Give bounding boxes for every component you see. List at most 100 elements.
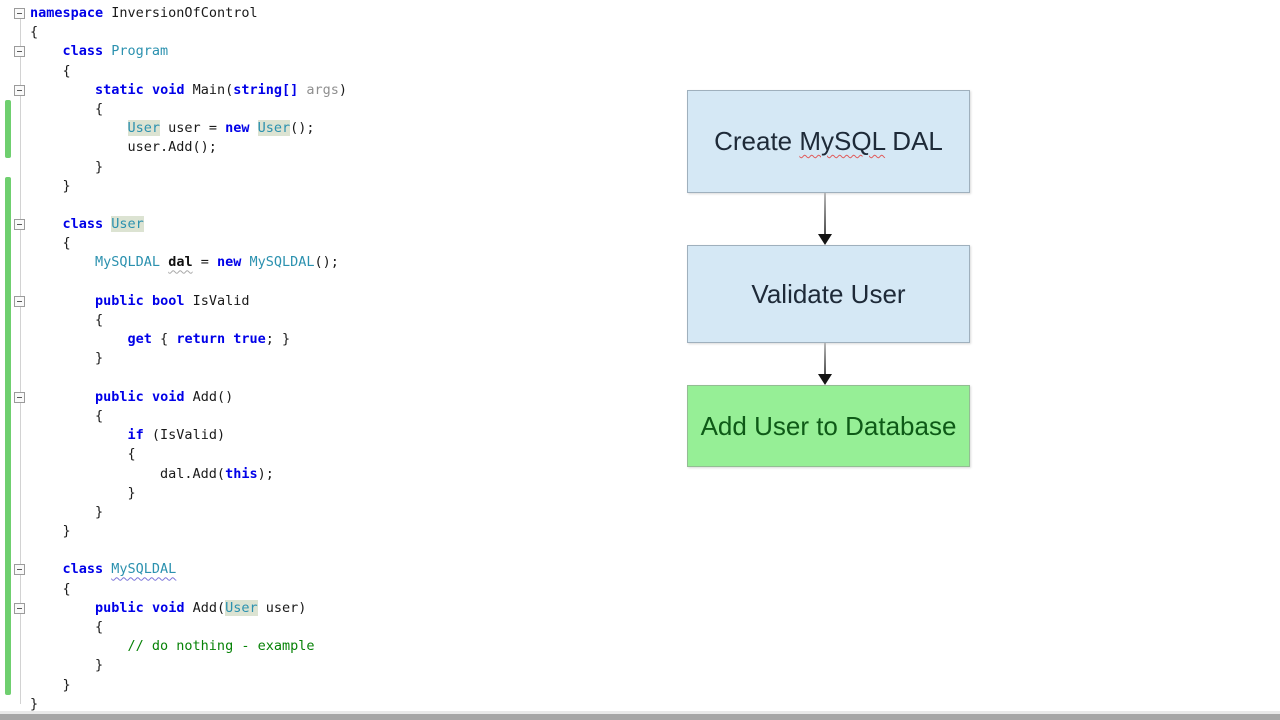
code-token: User [127,120,161,137]
gutter [0,4,30,23]
code-token: MySQLDAL [249,254,315,271]
gutter [0,215,30,234]
fold-guide-line [20,12,21,704]
code-token: { [127,446,136,463]
code-token [144,389,152,405]
flowchart-node-add-user-to-database[interactable]: Add User to Database [687,385,970,467]
node-label: Add User to Database [700,410,957,441]
code-line: } [0,484,660,503]
code-token: } [95,350,104,367]
flowchart-node-create-mysql-dal[interactable]: Create MySQL DAL [687,90,970,193]
code-line: if (IsValid) [0,426,660,445]
code-token: { [62,235,71,252]
code-token: MySQLDAL [111,561,177,578]
arrow-down-icon [817,193,833,245]
gutter [0,292,30,311]
code-line: { [0,618,660,637]
gutter [0,62,30,81]
code-token: MySQLDAL [95,254,161,271]
code-token: { [151,331,177,348]
code-line: } [0,695,660,714]
code-token [144,600,152,616]
flowchart-node-validate-user[interactable]: Validate User [687,245,970,343]
code-line: User user = new User(); [0,119,660,138]
code-token: void [151,599,185,616]
code-token: } [62,177,71,194]
code-line: public bool IsValid [0,292,660,311]
code-token: User [225,599,258,616]
code-token [144,293,152,309]
node-label: Validate User [751,278,906,309]
code-token: dal [168,254,193,271]
code-token: } [95,158,104,175]
code-token: // do nothing - example [127,638,315,655]
code-token: user) [257,599,307,616]
fold-collapse-icon[interactable] [14,295,25,307]
code-token: true [233,331,266,348]
changed-lines-indicator [5,176,11,696]
code-line: class User [0,215,660,234]
code-line: } [0,522,660,541]
code-token: } [95,657,104,674]
code-token: void [151,388,185,405]
code-line [0,369,660,388]
fold-collapse-icon[interactable] [14,84,25,96]
code-token: User [257,120,291,137]
code-line: } [0,158,660,177]
code-token: = [192,254,217,271]
fold-collapse-icon[interactable] [14,391,25,403]
changed-lines-indicator [5,100,11,158]
code-token: get [127,331,152,348]
flowchart: Create MySQL DAL Validate User Add User … [687,90,970,467]
code-token [225,331,233,347]
gutter [0,42,30,61]
code-token: public [95,388,144,405]
code-token: namespace [30,5,104,21]
code-editor[interactable]: namespace InversionOfControl{class Progr… [0,0,660,712]
bottom-scrollbar-highlight [0,711,1280,714]
fold-collapse-icon[interactable] [14,564,25,576]
code-line: static void Main(string[] args) [0,81,660,100]
code-line: class Program [0,42,660,61]
gutter [0,81,30,100]
misspelled-word: MySQL [799,126,886,156]
code-token: } [127,484,136,501]
code-line: } [0,349,660,368]
fold-collapse-icon[interactable] [14,219,25,231]
code-token: Add() [184,388,234,405]
code-token: InversionOfControl [103,5,258,21]
code-token: } [95,503,104,520]
code-token: ) [338,81,348,98]
code-token: } [30,695,39,712]
gutter [0,560,30,579]
code-token: (); [314,254,339,271]
code-token: bool [151,292,185,309]
code-token: } [62,523,71,540]
code-token: { [95,100,104,117]
code-token: user.Add(); [127,139,217,156]
code-line: { [0,311,660,330]
code-line: MySQLDAL dal = new MySQLDAL(); [0,253,660,272]
gutter [0,23,30,42]
code-line: class MySQLDAL [0,560,660,579]
code-line: { [0,100,660,119]
code-line: user.Add(); [0,138,660,157]
code-token: (IsValid) [143,427,226,444]
gutter [0,599,30,618]
code-lines: namespace InversionOfControl{class Progr… [0,4,660,714]
code-token [160,254,168,270]
code-line: { [0,580,660,599]
code-token: { [30,24,39,41]
horizontal-scrollbar[interactable] [0,714,1280,720]
fold-collapse-icon[interactable] [14,46,25,58]
code-line: { [0,234,660,253]
code-line: dal.Add(this); [0,465,660,484]
fold-collapse-icon[interactable] [14,602,25,614]
code-line: get { return true; } [0,330,660,349]
gutter [0,388,30,407]
code-token: { [62,580,71,597]
code-token: this [225,465,258,482]
code-token: dal.Add( [160,465,226,482]
code-token: string[] [233,81,299,98]
fold-collapse-icon[interactable] [14,8,25,19]
